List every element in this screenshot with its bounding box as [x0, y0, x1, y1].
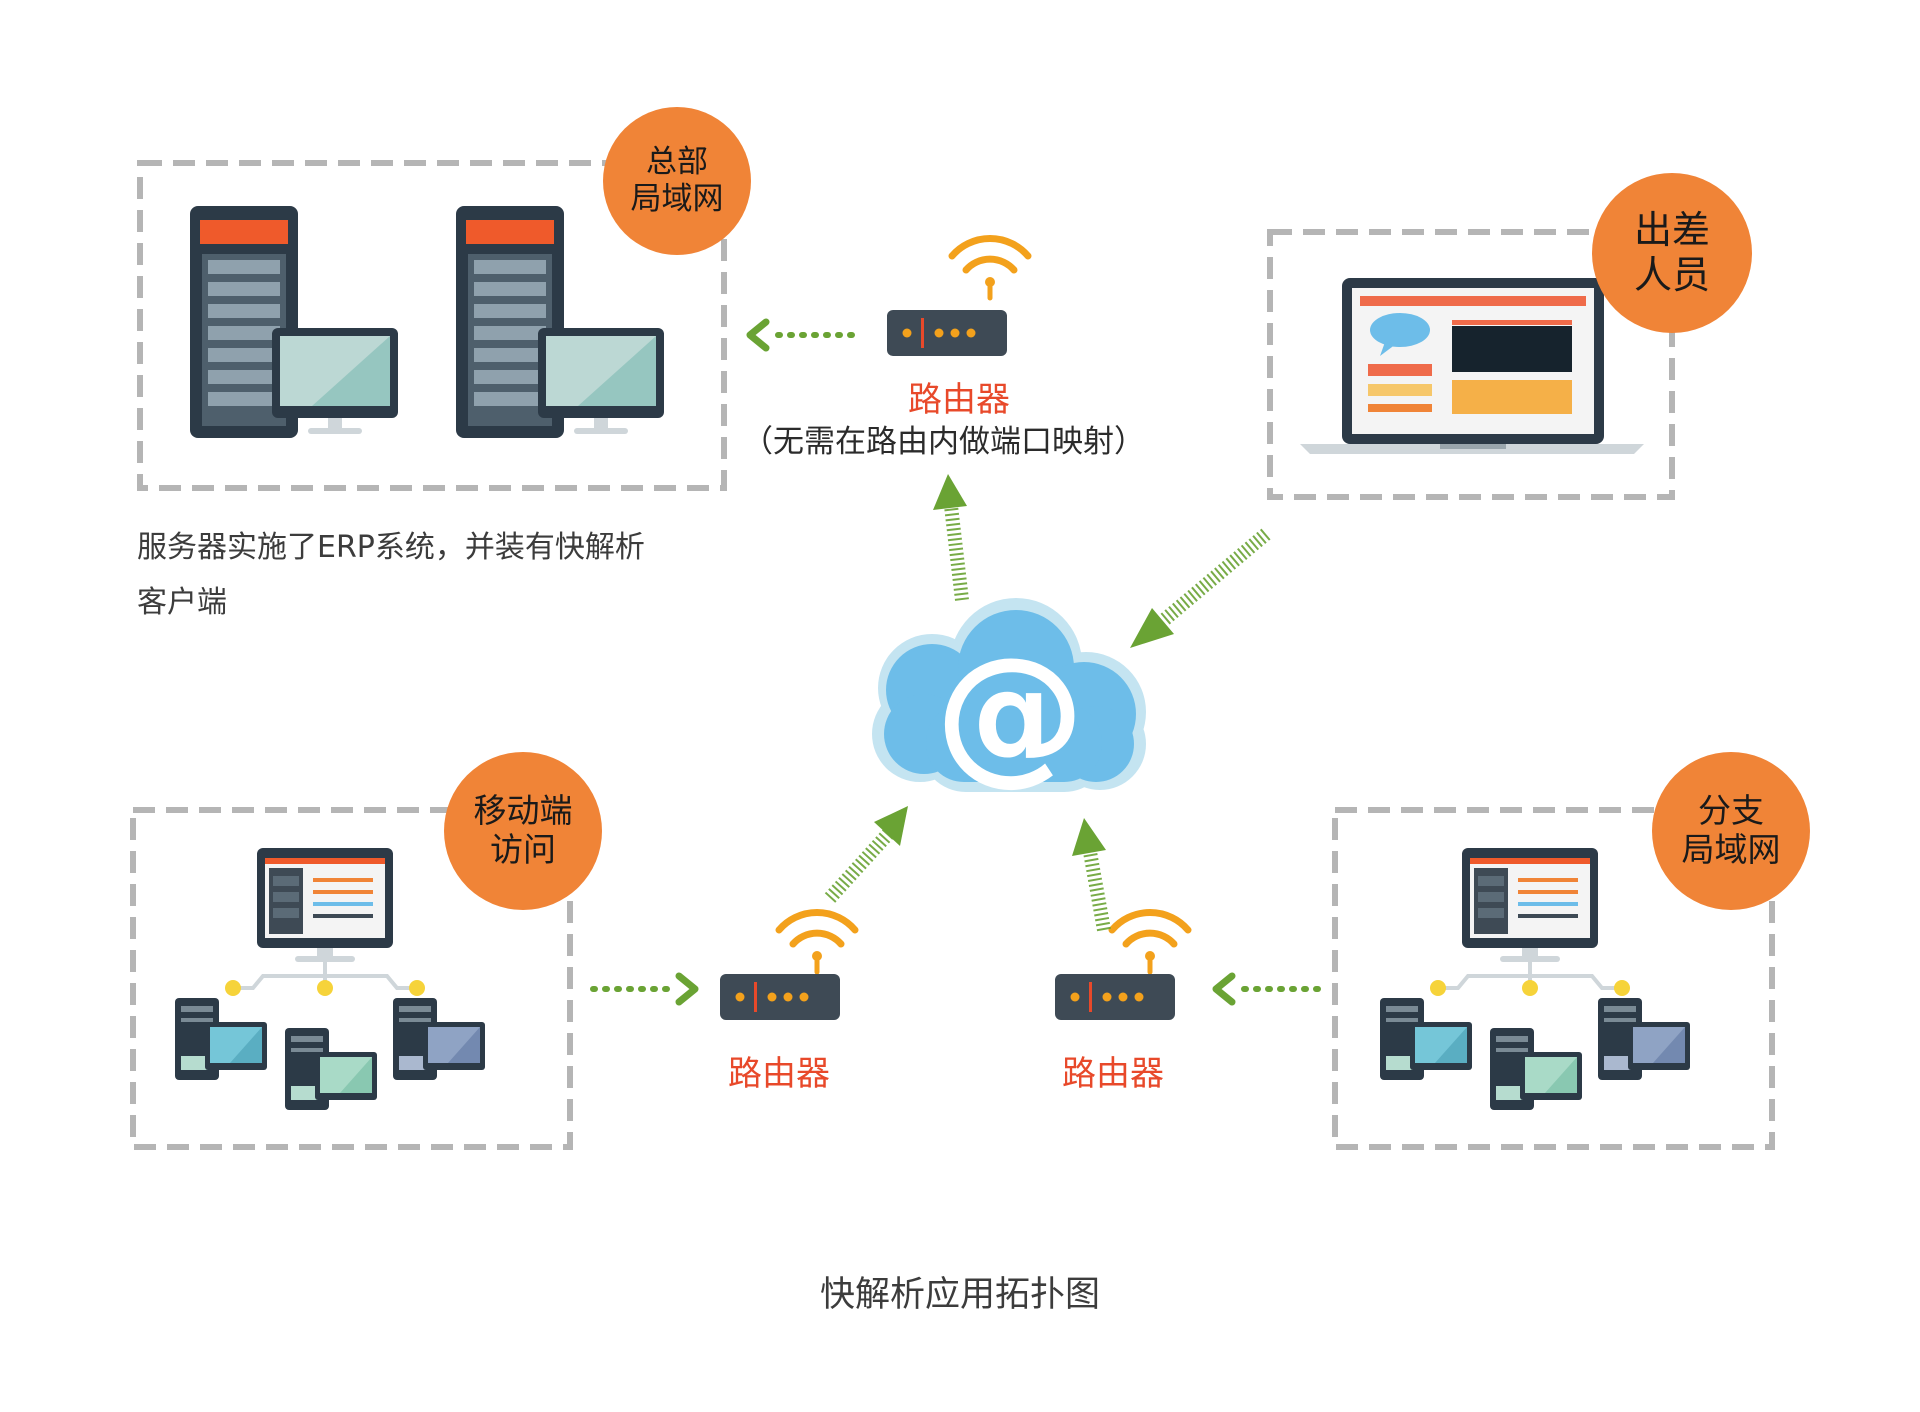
mobile-access-badge: 移动端 访问	[444, 752, 602, 910]
arrow-right-router-to-cloud	[1072, 818, 1111, 932]
headquarters-badge-line2: 局域网	[630, 181, 724, 217]
headquarters-badge-line1: 总部	[646, 144, 708, 181]
arrow-business-trip-to-cloud	[1130, 528, 1271, 648]
router-icon	[720, 974, 840, 1020]
business-trip-badge-line1: 出差	[1633, 208, 1710, 253]
headquarters-note-line2: 客户端	[137, 585, 227, 620]
branch-lan-box	[1332, 807, 1775, 1150]
desktop-computer-icon	[173, 846, 487, 1112]
top-router-label: 路由器	[908, 380, 1010, 420]
wifi-icon	[1112, 912, 1188, 972]
right-router-label: 路由器	[1062, 1054, 1164, 1094]
headquarters-lan-box	[137, 160, 727, 491]
arrow-cloud-to-top-router	[933, 474, 969, 601]
desktop-computer-icon	[1378, 846, 1692, 1112]
branch-badge-line1: 分支	[1698, 791, 1764, 831]
arrow-mobile-to-router	[590, 976, 695, 1002]
mobile-access-box	[130, 807, 573, 1150]
business-trip-box	[1267, 229, 1675, 500]
arrow-router-to-headquarters	[750, 322, 855, 348]
headquarters-badge: 总部 局域网	[603, 107, 751, 255]
headquarters-note-line1: 服务器实施了ERP系统，并装有快解析	[137, 530, 645, 565]
laptop-icon	[1300, 278, 1644, 454]
left-router-label: 路由器	[728, 1054, 830, 1094]
wifi-icon	[779, 912, 855, 972]
branch-badge: 分支 局域网	[1652, 752, 1810, 910]
business-trip-badge-line2: 人员	[1633, 253, 1710, 297]
branch-badge-line2: 局域网	[1681, 830, 1781, 869]
arrow-left-router-to-cloud	[824, 806, 908, 903]
cloud-at-symbol: @	[935, 626, 1085, 800]
arrow-branch-to-router	[1216, 976, 1321, 1002]
diagram-title: 快解析应用拓扑图	[819, 1275, 1100, 1315]
router-icon	[887, 310, 1007, 356]
mobile-access-badge-line2: 访问	[490, 830, 556, 869]
router-icon	[1055, 974, 1175, 1020]
top-router-sublabel: （无需在路由内做端口映射）	[742, 424, 1145, 460]
headquarters-note: 服务器实施了ERP系统，并装有快解析 客户端	[137, 520, 777, 630]
business-trip-badge: 出差 人员	[1592, 173, 1752, 333]
mobile-access-badge-line1: 移动端	[473, 791, 573, 831]
cloud-icon	[872, 598, 1146, 792]
wifi-icon	[952, 238, 1028, 298]
